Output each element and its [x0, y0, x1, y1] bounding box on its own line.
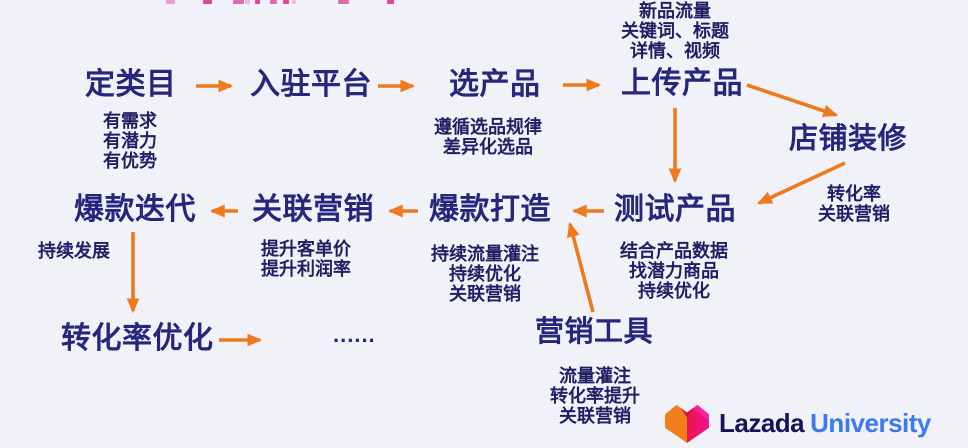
node-join-platform: 入驻平台 — [250, 68, 372, 101]
node-select-product: 选产品 — [449, 68, 541, 101]
note-line: 详情、视频 — [630, 41, 720, 61]
note-upload-product: 新品流量 关键词、标题 详情、视频 — [600, 1, 750, 61]
note-line: 流量灌注 — [559, 366, 631, 386]
lazada-heart-icon — [663, 402, 711, 444]
note-related-marketing: 提升客单价 提升利润率 — [256, 239, 356, 279]
note-line: 有优势 — [103, 151, 157, 171]
note-store-decoration: 转化率 关联营销 — [804, 184, 904, 224]
note-line: 结合产品数据 — [620, 241, 728, 261]
note-line: 转化率 — [827, 184, 881, 204]
note-marketing-tools: 流量灌注 转化率提升 关联营销 — [535, 366, 655, 426]
note-line: 持续优化 — [638, 281, 710, 301]
note-line: 关联营销 — [449, 284, 521, 304]
node-test-product: 测试产品 — [614, 193, 736, 226]
brand-text: Lazada — [719, 407, 805, 438]
node-related-marketing: 关联营销 — [252, 193, 374, 226]
note-line: 新品流量 — [639, 1, 711, 21]
note-line: 关键词、标题 — [621, 21, 729, 41]
university-text: University — [810, 407, 931, 438]
note-line: 有潜力 — [103, 131, 157, 151]
note-test-product: 结合产品数据 找潜力商品 持续优化 — [611, 241, 737, 301]
arrow-tools-to-hitcreation — [566, 221, 595, 313]
title-fragment-mark — [245, 0, 250, 4]
note-hit-creation: 持续流量灌注 持续优化 关联营销 — [421, 244, 549, 304]
note-select-product: 遵循选品规律 差异化选品 — [422, 117, 554, 157]
title-fragment-mark — [270, 0, 277, 4]
note-line: 转化率提升 — [550, 386, 640, 406]
note-line: 持续发展 — [38, 241, 110, 261]
title-fragment-mark — [387, 0, 394, 4]
node-define-category: 定类目 — [85, 68, 177, 101]
node-conversion-optimization: 转化率优化 — [61, 322, 214, 355]
title-fragment-mark — [233, 0, 244, 4]
note-line: 找潜力商品 — [629, 261, 719, 281]
node-hit-iteration: 爆款迭代 — [74, 193, 196, 226]
note-line: 持续流量灌注 — [431, 244, 539, 264]
note-line: 持续优化 — [449, 264, 521, 284]
note-line: 差异化选品 — [443, 137, 533, 157]
note-line: 提升利润率 — [261, 259, 351, 279]
note-line: 关联营销 — [559, 406, 631, 426]
title-fragment-mark — [255, 0, 260, 4]
note-hit-iteration: 持续发展 — [38, 241, 128, 261]
note-line: 关联营销 — [818, 204, 890, 224]
note-line: 遵循选品规律 — [434, 117, 542, 137]
title-fragment-mark — [203, 0, 212, 4]
title-fragment-mark — [166, 0, 175, 4]
arrow-upload-to-store — [746, 83, 839, 118]
node-store-decoration: 店铺装修 — [789, 123, 908, 155]
node-ellipsis: ...... — [333, 322, 376, 347]
note-line: 有需求 — [103, 111, 157, 131]
title-fragment-mark — [283, 0, 289, 4]
note-define-category: 有需求 有潜力 有优势 — [84, 111, 176, 171]
node-marketing-tools: 营销工具 — [535, 316, 654, 348]
note-line: 提升客单价 — [261, 239, 351, 259]
node-upload-product: 上传产品 — [621, 67, 743, 100]
title-fragment-mark — [338, 0, 349, 4]
title-fragment-mark — [292, 0, 296, 4]
node-hit-creation: 爆款打造 — [429, 193, 551, 226]
